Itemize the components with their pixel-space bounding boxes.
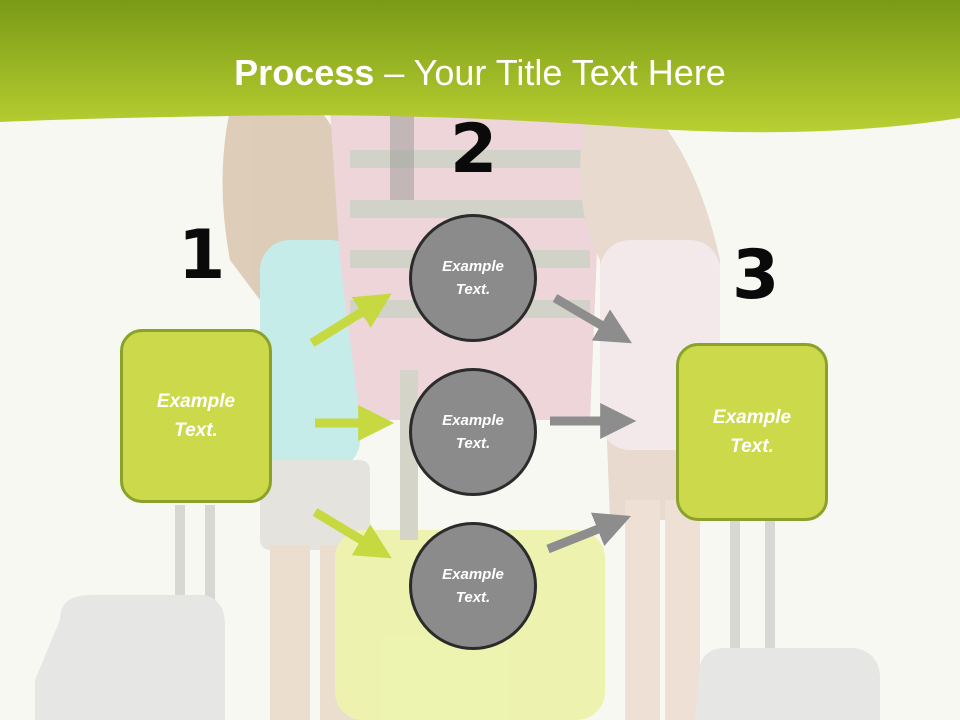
step-box-3: Example Text. bbox=[676, 343, 828, 521]
step-box-1: Example Text. bbox=[120, 329, 272, 503]
circle-top-text: Example Text. bbox=[442, 258, 504, 298]
step-box-1-text: Example Text. bbox=[156, 391, 236, 441]
circle-middle: Example Text. bbox=[409, 368, 537, 496]
header-band bbox=[0, 0, 960, 133]
slide-title: Process – Your Title Text Here bbox=[0, 52, 960, 94]
circle-middle-text: Example Text. bbox=[442, 412, 504, 452]
title-rest: – Your Title Text Here bbox=[374, 52, 726, 93]
circle-bottom-text: Example Text. bbox=[442, 566, 504, 606]
step-number-1: 1 bbox=[178, 216, 226, 295]
title-strong: Process bbox=[234, 52, 375, 93]
circle-bottom: Example Text. bbox=[409, 522, 537, 650]
step-number-3: 3 bbox=[732, 236, 780, 315]
circle-top: Example Text. bbox=[409, 214, 537, 342]
step-box-3-text: Example Text. bbox=[712, 407, 792, 457]
step-number-2: 2 bbox=[450, 110, 498, 189]
